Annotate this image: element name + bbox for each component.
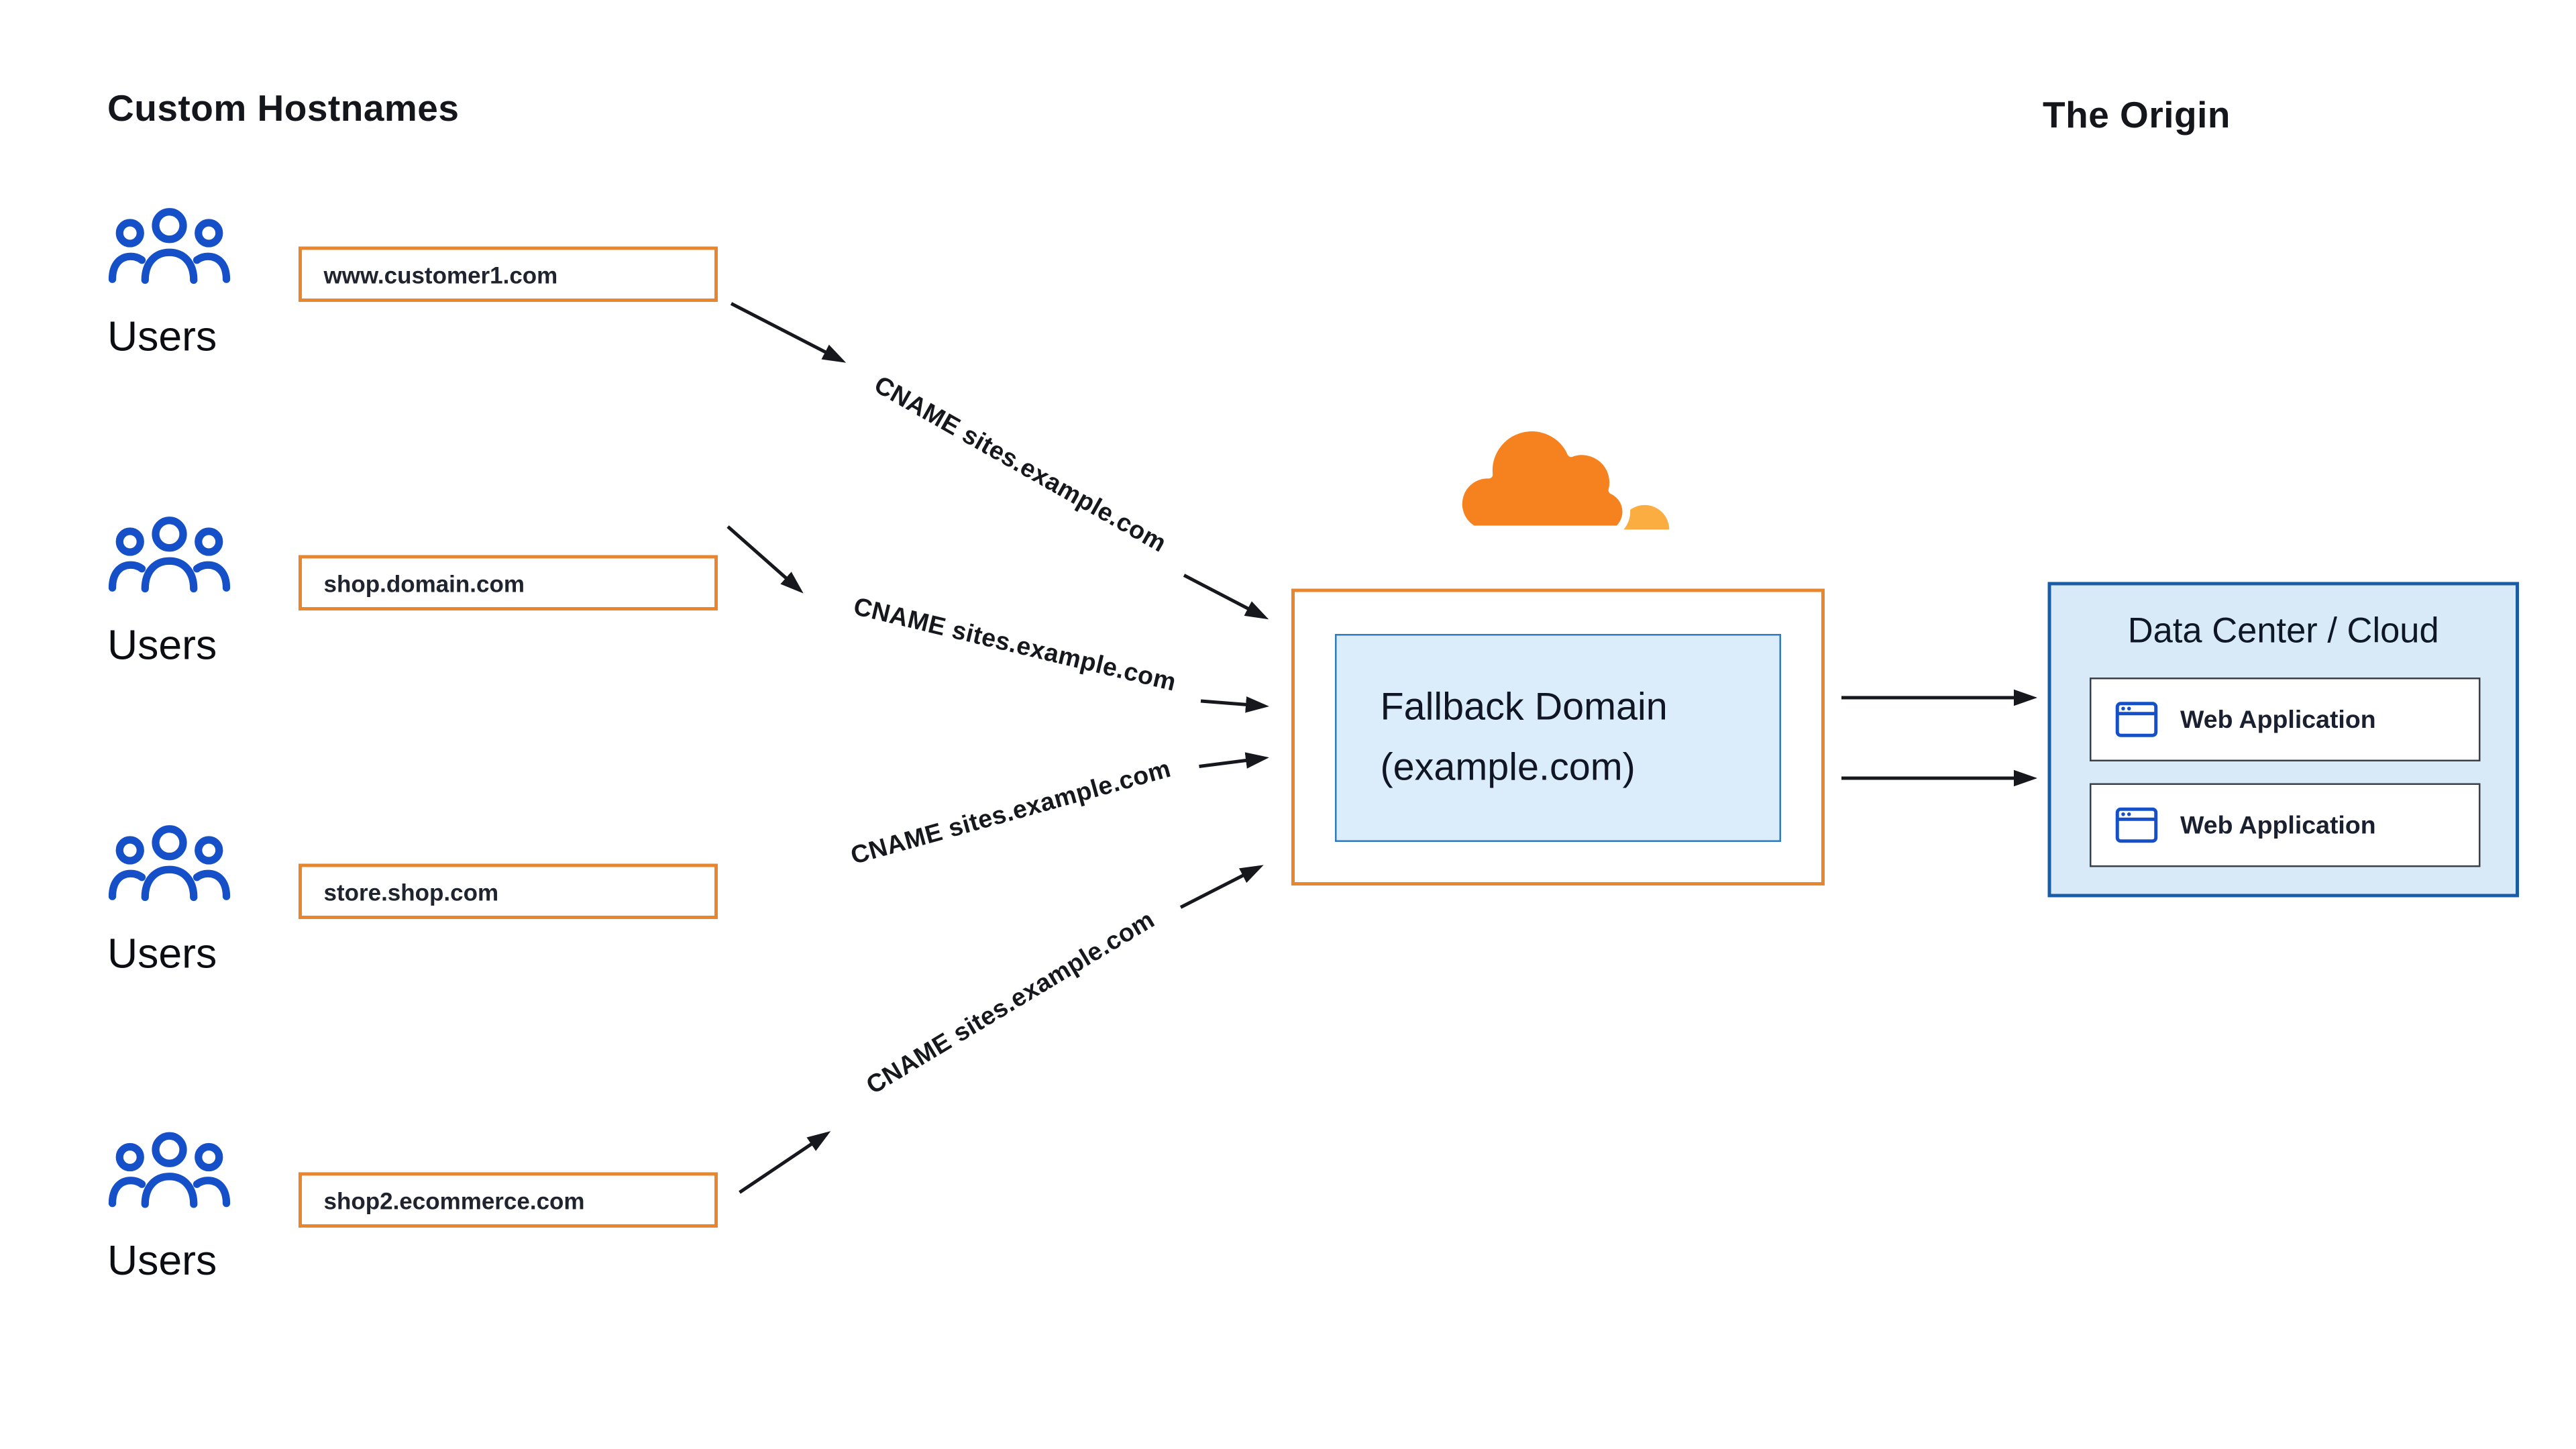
- hostname-box-2: shop.domain.com: [299, 555, 718, 610]
- users-label: Users: [107, 313, 217, 361]
- browser-window-icon: [2115, 807, 2158, 843]
- users-label: Users: [107, 1238, 217, 1285]
- hostname-box-1: www.customer1.com: [299, 246, 718, 302]
- fallback-domain-box: Fallback Domain (example.com): [1335, 633, 1781, 841]
- users-icon: [108, 208, 231, 284]
- web-application-label: Web Application: [2180, 810, 2376, 840]
- arrow-edge3-b: [1199, 752, 1269, 769]
- users-label: Users: [107, 622, 217, 669]
- hostname-box-3: store.shop.com: [299, 863, 718, 919]
- cname-label-3: CNAME sites.example.com: [847, 754, 1173, 869]
- users-icon: [108, 517, 231, 593]
- users-icon: [108, 825, 231, 902]
- arrow-edge1-a: [730, 302, 847, 363]
- fallback-domain-line2: (example.com): [1380, 745, 1635, 788]
- arrow-edge2-a: [727, 525, 804, 594]
- hostname-box-4: shop2.ecommerce.com: [299, 1172, 718, 1228]
- cloudflare-logo-icon: [1454, 423, 1670, 534]
- arrow-edge2-b: [1200, 696, 1269, 713]
- cname-label-4: CNAME sites.example.com: [861, 905, 1159, 1099]
- section-title-origin: The Origin: [2043, 94, 2231, 136]
- user-group-4: Users: [107, 1129, 275, 1287]
- section-title-custom-hostnames: Custom Hostnames: [107, 87, 460, 129]
- arrow-edge4-b: [1179, 865, 1264, 909]
- web-application-box-1: Web Application: [2090, 678, 2481, 761]
- cname-label-2: CNAME sites.example.com: [851, 592, 1179, 696]
- users-label: Users: [107, 930, 217, 978]
- arrow-edge4-a: [739, 1131, 831, 1194]
- arrow-edge1-b: [1183, 574, 1269, 620]
- web-application-label: Web Application: [2180, 705, 2376, 734]
- user-group-3: Users: [107, 822, 275, 979]
- data-center-box: Data Center / Cloud Web Application: [2047, 582, 2519, 898]
- web-application-box-2: Web Application: [2090, 783, 2481, 867]
- cloudflare-zone-box: Fallback Domain (example.com): [1291, 588, 1825, 885]
- users-icon: [108, 1132, 231, 1208]
- data-center-title: Data Center / Cloud: [2127, 612, 2439, 651]
- fallback-domain-line1: Fallback Domain: [1380, 684, 1668, 728]
- user-group-1: Users: [107, 205, 275, 362]
- cname-label-1: CNAME sites.example.com: [870, 370, 1172, 557]
- user-group-2: Users: [107, 513, 275, 671]
- browser-window-icon: [2115, 702, 2158, 737]
